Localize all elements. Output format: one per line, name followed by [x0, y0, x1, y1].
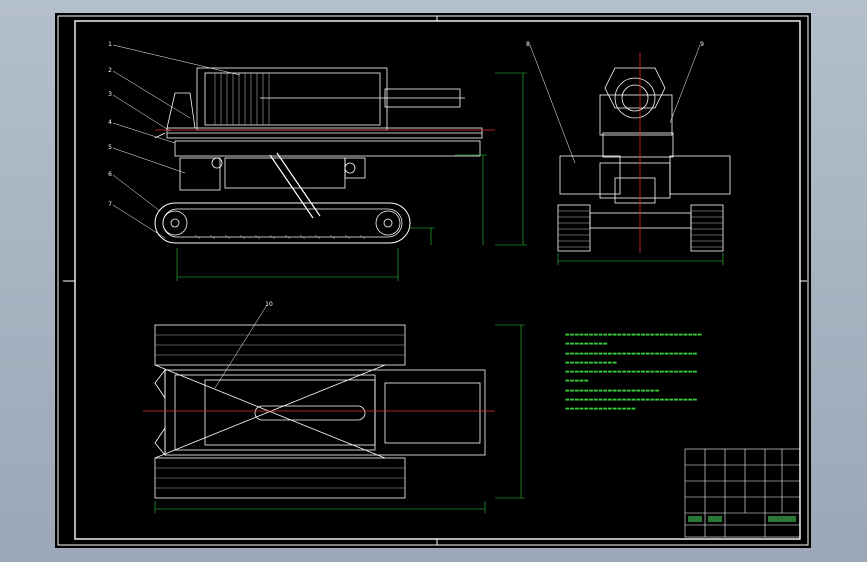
notes-line-7: ▬▬▬▬▬▬▬▬▬▬▬▬▬▬▬▬▬▬▬▬: [565, 387, 660, 394]
technical-requirements-notes: ▬▬▬▬▬▬▬▬▬▬▬▬▬▬▬▬▬▬▬▬▬▬▬▬▬▬▬▬▬ ▬▬▬▬▬▬▬▬▬ …: [565, 331, 755, 415]
sheet-outer-border: [57, 15, 809, 546]
side-view-label-5: 5: [108, 144, 112, 151]
side-view-label-7: 7: [108, 201, 112, 208]
notes-line-3: ▬▬▬▬▬▬▬▬▬▬▬▬▬▬▬▬▬▬▬▬▬▬▬▬▬▬▬▬: [565, 350, 698, 357]
front-view-label-1: 8: [526, 41, 530, 48]
cad-viewport[interactable]: 1 2 3 4 5 6 7: [55, 13, 811, 548]
drawing-frame: [74, 20, 801, 540]
top-view: [154, 324, 486, 499]
top-view-leaders: [214, 304, 268, 389]
side-view-label-6: 6: [108, 171, 112, 178]
top-view-label-1: 10: [265, 301, 273, 308]
notes-line-2: ▬▬▬▬▬▬▬▬▬: [565, 341, 608, 348]
notes-line-9: ▬▬▬▬▬▬▬▬▬▬▬▬▬▬▬: [565, 406, 636, 413]
side-view-leaders: [112, 44, 241, 239]
notes-line-1: ▬▬▬▬▬▬▬▬▬▬▬▬▬▬▬▬▬▬▬▬▬▬▬▬▬▬▬▬▬: [565, 332, 702, 338]
front-view: [557, 67, 731, 252]
front-view-leaders: [529, 44, 701, 164]
side-view: [154, 67, 483, 244]
front-view-label-2: 9: [700, 41, 704, 48]
notes-line-4: ▬▬▬▬▬▬▬▬▬▬▬: [565, 359, 617, 366]
notes-line-8: ▬▬▬▬▬▬▬▬▬▬▬▬▬▬▬▬▬▬▬▬▬▬▬▬▬▬▬▬: [565, 397, 698, 404]
side-view-label-4: 4: [108, 119, 112, 126]
engineering-drawing-sheet: 1 2 3 4 5 6 7: [57, 15, 809, 546]
title-block-accent: [688, 516, 796, 522]
top-view-part-labels: 10: [265, 301, 273, 308]
side-view-dimensions: [176, 72, 527, 281]
side-view-label-1: 1: [108, 41, 112, 48]
notes-line-5: ▬▬▬▬▬▬▬▬▬▬▬▬▬▬▬▬▬▬▬▬▬▬▬▬▬▬▬▬: [565, 369, 698, 376]
top-view-dimensions: [154, 324, 525, 513]
front-view-dimensions: [557, 253, 724, 265]
side-view-label-2: 2: [108, 67, 112, 74]
side-view-part-labels: 1 2 3 4 5 6 7: [108, 41, 112, 208]
side-view-label-3: 3: [108, 91, 112, 98]
notes-line-6: ▬▬▬▬▬: [565, 378, 589, 385]
title-block: [684, 448, 801, 538]
